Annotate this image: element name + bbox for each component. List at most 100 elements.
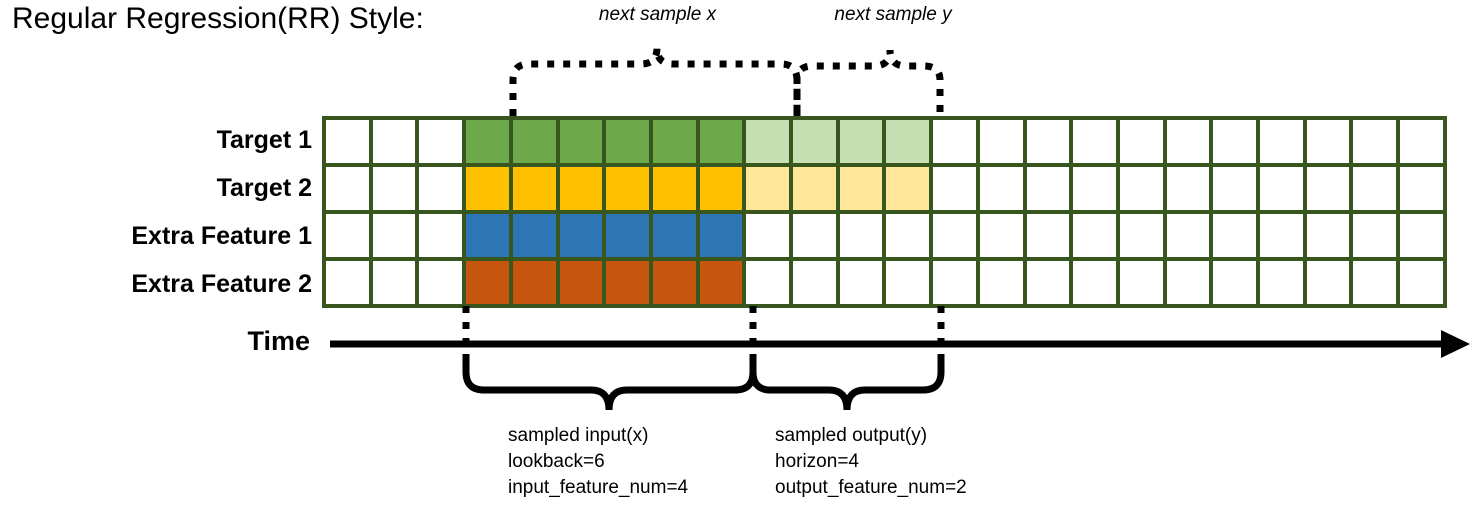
grid-cell bbox=[886, 261, 930, 304]
top-dotted-braces bbox=[509, 47, 944, 116]
grid-row-target-1 bbox=[326, 120, 1443, 163]
next-sample-y-label: next sample y bbox=[834, 4, 952, 25]
grid-cell bbox=[746, 214, 790, 257]
grid-row-extra-feature-1 bbox=[326, 214, 1443, 257]
grid-cell bbox=[886, 120, 930, 163]
sampled-input-featnum: input_feature_num=4 bbox=[508, 477, 689, 498]
grid-cell bbox=[746, 261, 790, 304]
grid-cell bbox=[1213, 214, 1257, 257]
timeline-grid bbox=[322, 116, 1447, 308]
grid-cell bbox=[326, 120, 369, 163]
sampled-output-title: sampled output(y) bbox=[775, 425, 928, 446]
grid-cell bbox=[606, 261, 649, 304]
grid-cell bbox=[746, 120, 790, 163]
grid-cell bbox=[1026, 120, 1070, 163]
grid-cell bbox=[606, 167, 649, 210]
grid-cell bbox=[1306, 214, 1350, 257]
grid-cell bbox=[372, 167, 416, 210]
grid-cell bbox=[606, 120, 649, 163]
grid-cell bbox=[466, 167, 509, 210]
grid-cell bbox=[1073, 167, 1116, 210]
row-label-column: Target 1 Target 2 Extra Feature 1 Extra … bbox=[0, 116, 312, 308]
grid-cell bbox=[699, 261, 743, 304]
grid-cell bbox=[793, 167, 836, 210]
grid-cell bbox=[326, 214, 369, 257]
row-label-target-2: Target 2 bbox=[216, 174, 312, 202]
grid-cell bbox=[793, 120, 836, 163]
grid-cell bbox=[979, 120, 1023, 163]
grid-cell bbox=[419, 167, 463, 210]
grid-cell bbox=[559, 120, 603, 163]
grid-cell bbox=[466, 120, 509, 163]
grid-cell bbox=[1400, 261, 1443, 304]
grid-cell bbox=[886, 167, 930, 210]
grid-cell bbox=[933, 261, 976, 304]
grid-row-extra-feature-2 bbox=[326, 261, 1443, 304]
sampled-input-title: sampled input(x) bbox=[508, 425, 649, 446]
grid-cell bbox=[1166, 167, 1210, 210]
sampled-output-annotation: sampled output(y) horizon=4 output_featu… bbox=[775, 423, 967, 501]
grid-cell bbox=[699, 167, 743, 210]
grid-cell bbox=[326, 261, 369, 304]
grid-cell bbox=[652, 214, 696, 257]
next-sample-x-label: next sample x bbox=[598, 4, 717, 25]
grid-cell bbox=[839, 120, 883, 163]
grid-cell bbox=[466, 261, 509, 304]
grid-cell bbox=[979, 214, 1023, 257]
grid-cell bbox=[652, 167, 696, 210]
grid-cell bbox=[1260, 214, 1303, 257]
grid-cell bbox=[559, 214, 603, 257]
grid-cell bbox=[1400, 120, 1443, 163]
grid-cell bbox=[419, 261, 463, 304]
grid-cell bbox=[372, 120, 416, 163]
grid-cell bbox=[372, 214, 416, 257]
grid-cell bbox=[1026, 261, 1070, 304]
grid-cell bbox=[466, 214, 509, 257]
grid-cell bbox=[839, 261, 883, 304]
grid-cell bbox=[1119, 214, 1163, 257]
grid-cell bbox=[1213, 261, 1257, 304]
grid-cell bbox=[559, 167, 603, 210]
grid-cell bbox=[1166, 120, 1210, 163]
grid-cell bbox=[1353, 167, 1397, 210]
grid-cell bbox=[512, 120, 556, 163]
grid-cell bbox=[559, 261, 603, 304]
page-title: Regular Regression(RR) Style: bbox=[12, 2, 424, 35]
grid-cell bbox=[512, 214, 556, 257]
grid-cell bbox=[1026, 214, 1070, 257]
grid-cell bbox=[1400, 214, 1443, 257]
grid-cell bbox=[512, 261, 556, 304]
bottom-braces bbox=[462, 306, 945, 411]
grid-cell bbox=[1073, 261, 1116, 304]
grid-cell bbox=[1119, 261, 1163, 304]
grid-cell bbox=[1166, 261, 1210, 304]
time-axis-label: Time bbox=[247, 326, 310, 356]
grid-cell bbox=[1306, 167, 1350, 210]
grid-cell bbox=[372, 261, 416, 304]
grid-cell bbox=[1213, 120, 1257, 163]
grid-cell bbox=[1353, 120, 1397, 163]
grid-cell bbox=[652, 261, 696, 304]
grid-cell bbox=[606, 214, 649, 257]
grid-cell bbox=[1353, 214, 1397, 257]
grid-cell bbox=[1353, 261, 1397, 304]
grid-cell bbox=[1119, 120, 1163, 163]
grid-cell bbox=[839, 167, 883, 210]
grid-cell bbox=[839, 214, 883, 257]
grid-cell bbox=[933, 120, 976, 163]
grid-cell bbox=[1166, 214, 1210, 257]
grid-cell bbox=[419, 214, 463, 257]
time-axis-arrow bbox=[330, 330, 1470, 358]
grid-cell bbox=[1260, 167, 1303, 210]
brace-sampled-input bbox=[462, 358, 757, 411]
grid-cell bbox=[746, 167, 790, 210]
grid-cell bbox=[933, 167, 976, 210]
grid-cell bbox=[1073, 120, 1116, 163]
grid-cell bbox=[699, 120, 743, 163]
grid-cell bbox=[1119, 167, 1163, 210]
grid-cell bbox=[1026, 167, 1070, 210]
brace-next-sample-x bbox=[509, 47, 801, 116]
grid-cell bbox=[979, 167, 1023, 210]
grid-cell bbox=[652, 120, 696, 163]
